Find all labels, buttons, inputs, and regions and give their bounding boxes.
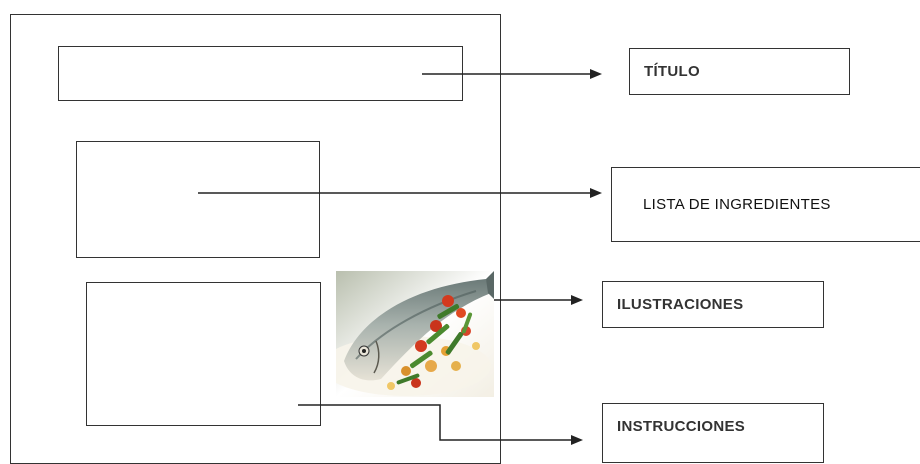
connector-arrows — [198, 69, 602, 445]
arrowhead-instrucciones — [571, 435, 583, 445]
fish-dish-illustration — [336, 271, 494, 397]
ingredients-placeholder-box — [76, 141, 320, 258]
label-titulo-text: TÍTULO — [644, 63, 700, 80]
label-ilustraciones: ILUSTRACIONES — [602, 281, 824, 328]
label-instrucciones: INSTRUCCIONES — [602, 403, 824, 463]
arrow-to-instrucciones — [298, 404, 572, 441]
label-instrucciones-text: INSTRUCCIONES — [617, 418, 746, 435]
label-ilustraciones-text: ILUSTRACIONES — [617, 296, 744, 313]
arrowhead-titulo — [590, 69, 602, 79]
title-placeholder-box — [58, 46, 463, 101]
arrowhead-ingredientes — [590, 188, 602, 198]
label-ingredientes-text: LISTA DE INGREDIENTES — [643, 196, 831, 213]
label-titulo: TÍTULO — [629, 48, 850, 95]
arrowhead-ilustraciones — [571, 295, 583, 305]
instructions-placeholder-box — [86, 282, 321, 426]
label-lista-ingredientes: LISTA DE INGREDIENTES — [611, 167, 920, 242]
